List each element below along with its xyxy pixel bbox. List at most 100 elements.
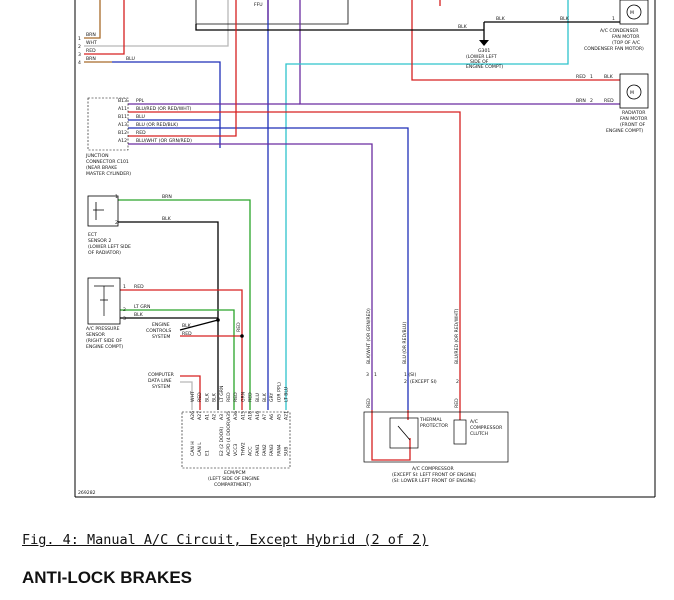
junction-wire-label: RED bbox=[136, 130, 146, 136]
svg-text:BLK: BLK bbox=[496, 16, 506, 22]
svg-text:1: 1 bbox=[123, 284, 126, 290]
ecm-name-label: FAN1 bbox=[255, 444, 261, 456]
ecm-name-label: E1 bbox=[204, 450, 210, 456]
svg-text:BRN: BRN bbox=[576, 98, 586, 104]
svg-text:SYSTEM: SYSTEM bbox=[152, 334, 170, 340]
ecm-pin-label: A16 bbox=[255, 411, 261, 420]
ecm-pin-label: A26 bbox=[190, 411, 196, 420]
svg-text:BLK: BLK bbox=[162, 216, 172, 222]
svg-text:MASTER CYLINDER): MASTER CYLINDER) bbox=[86, 171, 131, 177]
ecm-pin-label: A7 bbox=[262, 414, 268, 420]
svg-text:THERMAL: THERMAL bbox=[419, 417, 442, 423]
ecm-name-label: ACC bbox=[248, 447, 254, 456]
ecm-name-label: VCC3 bbox=[233, 443, 239, 456]
svg-text:2: 2 bbox=[78, 44, 81, 50]
ecm-pin-label: A5 bbox=[276, 414, 282, 420]
svg-text:BLK: BLK bbox=[458, 24, 468, 30]
ecm-name-label: CAN H bbox=[190, 441, 196, 456]
ecm-name-label: SUB bbox=[284, 447, 290, 456]
ecm-wire-label: WHT bbox=[190, 391, 196, 402]
junction-wire-label: BLU (OR RED/BLK) bbox=[136, 122, 178, 128]
diagram-text: FFU 1 BRN 2 WHT 3 RED 4 BRN BLU BLK BLK … bbox=[78, 2, 648, 496]
junction-wire-label: BLU/WHT (OR GRN/RED) bbox=[136, 138, 192, 144]
svg-text:2: 2 bbox=[456, 379, 459, 385]
ecm-name-label: ACPD (4 DOOR) bbox=[226, 420, 232, 456]
svg-text:3: 3 bbox=[366, 372, 369, 378]
svg-text:(EXCEPT SI): (EXCEPT SI) bbox=[410, 379, 437, 385]
svg-text:(LEFT SIDE OF ENGINE: (LEFT SIDE OF ENGINE bbox=[208, 476, 260, 482]
junction-pin-label: A11 bbox=[118, 106, 127, 112]
svg-text:G301: G301 bbox=[478, 48, 490, 54]
svg-text:RED: RED bbox=[236, 322, 242, 332]
ecm-wire-label: (OR PPL) bbox=[276, 382, 282, 402]
svg-text:RED: RED bbox=[454, 398, 460, 408]
svg-text:3: 3 bbox=[123, 316, 126, 322]
ecm-wire-label: GRN bbox=[240, 392, 246, 402]
ecm-wire-label: LT GRN bbox=[219, 386, 225, 402]
svg-text:M: M bbox=[630, 90, 634, 96]
svg-text:A/C CONDENSER: A/C CONDENSER bbox=[600, 28, 639, 34]
svg-text:4: 4 bbox=[78, 60, 81, 66]
svg-text:1: 1 bbox=[78, 36, 81, 42]
ecm-wire-label: LT BLU bbox=[284, 387, 290, 402]
ecm-wire-label: RED bbox=[197, 392, 203, 402]
svg-text:PROTECTOR: PROTECTOR bbox=[420, 423, 449, 429]
svg-text:1: 1 bbox=[590, 74, 593, 80]
svg-text:COMPARTMENT): COMPARTMENT) bbox=[214, 482, 251, 488]
svg-text:ENGINE COMPT): ENGINE COMPT) bbox=[466, 64, 503, 70]
svg-text:(NEAR BRAKE: (NEAR BRAKE bbox=[86, 165, 117, 171]
ecm-pin-label: A3 bbox=[219, 414, 225, 420]
svg-text:BRN: BRN bbox=[86, 32, 96, 38]
ecm-pin-label: A2 bbox=[212, 414, 218, 420]
svg-text:BRN: BRN bbox=[162, 194, 172, 200]
ecm-pin-label: A6 bbox=[269, 414, 275, 420]
svg-text:RED: RED bbox=[134, 284, 144, 290]
svg-text:269282: 269282 bbox=[78, 490, 96, 496]
svg-text:RADIATOR: RADIATOR bbox=[622, 110, 646, 116]
svg-text:BLU (OR RED/BLU): BLU (OR RED/BLU) bbox=[402, 322, 408, 364]
svg-text:(LOWER LEFT SIDE: (LOWER LEFT SIDE bbox=[88, 244, 131, 250]
svg-text:FAN MOTOR: FAN MOTOR bbox=[612, 34, 640, 40]
svg-text:3: 3 bbox=[78, 52, 81, 58]
svg-text:(LOWER LEFT: (LOWER LEFT bbox=[466, 54, 497, 60]
svg-text:RED: RED bbox=[366, 398, 372, 408]
svg-text:BLU: BLU bbox=[126, 56, 135, 62]
svg-text:FAN MOTOR: FAN MOTOR bbox=[620, 116, 648, 122]
svg-text:CLUTCH: CLUTCH bbox=[470, 431, 488, 437]
section-title: ANTI-LOCK BRAKES bbox=[22, 568, 192, 587]
ecm-wire-label: RED bbox=[248, 392, 254, 402]
junction-pin-label: B12 bbox=[118, 130, 127, 136]
svg-text:ENGINE COMPT): ENGINE COMPT) bbox=[606, 128, 643, 134]
svg-text:RED: RED bbox=[576, 74, 586, 80]
ecm-pin-label: A35 bbox=[226, 411, 232, 420]
svg-text:(EXCEPT SI: LEFT FRONT OF ENGI: (EXCEPT SI: LEFT FRONT OF ENGINE) bbox=[392, 472, 477, 478]
svg-text:ENGINE COMPT): ENGINE COMPT) bbox=[86, 344, 123, 350]
svg-text:ENGINE: ENGINE bbox=[152, 322, 170, 328]
svg-text:2: 2 bbox=[590, 98, 593, 104]
ecm-wire-label: RED bbox=[226, 392, 232, 402]
svg-text:RED: RED bbox=[182, 331, 192, 337]
svg-text:BLK: BLK bbox=[134, 312, 144, 318]
ecm-pin-label: A15 bbox=[240, 411, 246, 420]
svg-text:(FRONT OF: (FRONT OF bbox=[620, 122, 646, 128]
svg-text:SYSTEM: SYSTEM bbox=[152, 384, 170, 390]
svg-text:RED: RED bbox=[86, 48, 96, 54]
figure-caption: Fig. 4: Manual A/C Circuit, Except Hybri… bbox=[22, 532, 429, 548]
components bbox=[87, 0, 649, 469]
svg-text:(TOP OF A/C: (TOP OF A/C bbox=[612, 40, 640, 46]
ecm-name-label: CAN L bbox=[197, 442, 203, 456]
ecm-pin-label: A21 bbox=[284, 411, 290, 420]
ecm-wire-label: BLK bbox=[262, 392, 268, 402]
ecm-name-label: FAN4 bbox=[276, 444, 282, 456]
svg-text:CONTROLS: CONTROLS bbox=[146, 328, 171, 334]
junction-wire-label: BLU bbox=[136, 114, 145, 120]
svg-text:ECT: ECT bbox=[88, 232, 97, 238]
ecm-name-label: E2 (2 DOOR) bbox=[219, 427, 225, 456]
svg-text:RED: RED bbox=[604, 98, 614, 104]
svg-text:BLK/WHT (OR GRN/RED): BLK/WHT (OR GRN/RED) bbox=[366, 308, 372, 364]
junction-wire-label: BLU/RED (OR RED/WHT) bbox=[136, 106, 192, 112]
svg-text:(SI: LOWER LEFT FRONT OF ENGIN: (SI: LOWER LEFT FRONT OF ENGINE) bbox=[392, 478, 476, 484]
svg-text:CONDENSER FAN MOTOR): CONDENSER FAN MOTOR) bbox=[584, 46, 644, 52]
junction-pin-label: A12 bbox=[118, 138, 127, 144]
svg-text:BLK: BLK bbox=[604, 74, 614, 80]
